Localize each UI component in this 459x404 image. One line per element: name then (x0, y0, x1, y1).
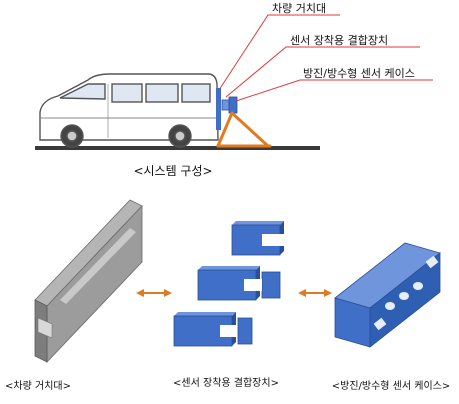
bracket-icon (173, 221, 284, 347)
ground-line (35, 146, 320, 150)
sensor-case-icon (334, 242, 441, 348)
sensor-icon (221, 96, 238, 114)
rail-icon (34, 199, 143, 364)
vehicle-mount-plate (216, 88, 221, 130)
double-arrow-icon-right (298, 289, 332, 297)
van-icon (39, 73, 219, 148)
callout-sensor-coupler: 센서 장착용 결합장치 (290, 34, 388, 47)
callout-lines (218, 14, 433, 102)
callout-vehicle-mount: 차량 거치대 (272, 2, 326, 15)
label-sensor-coupler: <센서 장착용 결합장치> (173, 377, 279, 389)
callout-sensor-case: 방진/방수형 센서 케이스 (303, 67, 415, 80)
label-vehicle-mount: <차량 거치대> (5, 380, 71, 392)
label-sensor-case: <방진/방수형 센서 케이스> (332, 380, 450, 392)
system-caption: <시스템 구성> (133, 164, 212, 178)
tripod-icon (216, 111, 272, 148)
double-arrow-icon (136, 289, 172, 297)
